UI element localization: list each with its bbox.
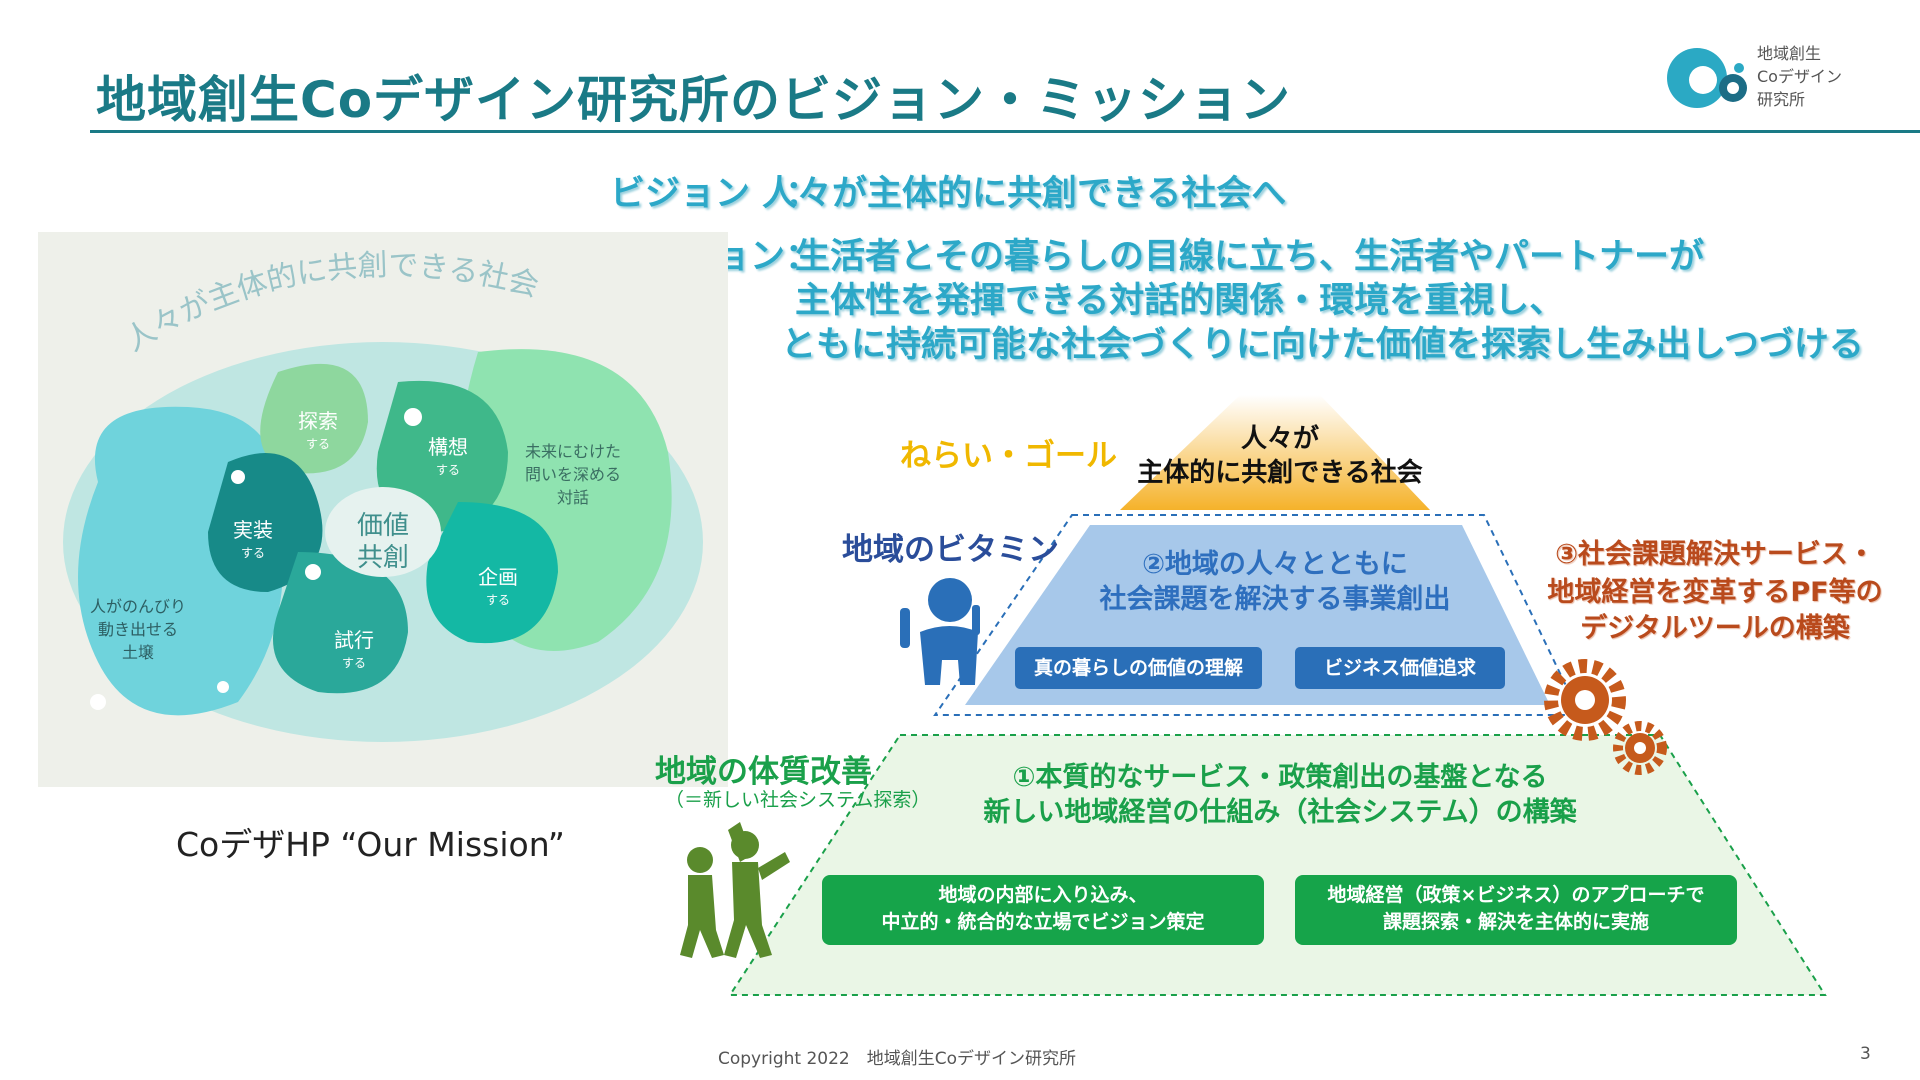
illus-node-explore-sub: する — [306, 437, 330, 451]
page-number: 3 — [1860, 1044, 1871, 1064]
mission-line-3: ともに持続可能な社会づくりに向けた価値を探索し生み出しつづける — [781, 325, 1864, 365]
copyright-footer: Copyright 2022 地域創生Coデザイン研究所 — [718, 1049, 1077, 1069]
vitamin-text-line-2: 社会課題を解決する事業創出 — [1099, 584, 1451, 615]
base-text-line-2: 新しい地域経営の仕組み（社会システム）の構築 — [983, 797, 1577, 828]
illus-node-trial: 試行 — [334, 628, 374, 652]
people-exercising-icon — [680, 822, 790, 958]
mission-illustration: 人々が主体的に共創できる社会 価値 共創 探索 する 構想 する 実装 する 企… — [38, 232, 728, 787]
base-sublabel: （＝新しい社会システム探索） — [665, 789, 931, 811]
pyramid-goal-shape — [1120, 395, 1430, 510]
illus-left-note-2: 動き出せる — [98, 620, 178, 639]
gear-icon — [1544, 659, 1667, 775]
illus-node-plan-sub: する — [486, 593, 510, 607]
title-underline — [90, 130, 1920, 133]
illus-node-concept-sub: する — [436, 463, 460, 477]
service-text-line-1: ③社会課題解決サービス・ — [1555, 539, 1875, 570]
illus-center-1: 価値 — [357, 511, 409, 541]
illus-left-note-3: 土壌 — [122, 643, 154, 662]
vision-label: ビジョン ： — [610, 174, 821, 214]
illus-right-note-1: 未来にむけた — [525, 442, 621, 461]
illus-node-concept: 構想 — [428, 435, 468, 459]
logo-text: 地域創生 Coデザイン 研究所 — [1757, 44, 1842, 109]
vitamin-label: 地域のビタミン — [842, 532, 1059, 568]
illus-node-trial-sub: する — [342, 656, 366, 670]
goal-label: ねらい・ゴール — [900, 438, 1117, 474]
base-label: 地域の体質改善 — [655, 754, 872, 790]
vitamin-box-business-value: ビジネス価値追求 — [1295, 647, 1505, 689]
vision-text: 人々が主体的に共創できる社会へ — [762, 174, 1287, 214]
service-text-line-2: 地域経営を変革するPF等の — [1547, 577, 1883, 608]
base-box-approach-line-1: 地域経営（政策×ビジネス）のアプローチで — [1327, 884, 1705, 906]
illus-node-explore: 探索 — [298, 409, 338, 433]
illustration-caption: CoデザHP “Our Mission” — [176, 825, 565, 864]
base-text-line-1: ①本質的なサービス・政策創出の基盤となる — [1012, 762, 1548, 793]
illus-center-2: 共創 — [357, 543, 409, 573]
illus-node-implement: 実装 — [233, 518, 273, 542]
goal-text-line-1: 人々が — [1240, 424, 1319, 454]
base-box-vision-line-1: 地域の内部に入り込み、 — [938, 884, 1148, 906]
goal-text-line-2: 主体的に共創できる社会 — [1137, 458, 1423, 488]
person-drinking-icon — [900, 578, 980, 685]
base-box-vision-line-2: 中立的・統合的な立場でビジョン策定 — [881, 911, 1205, 933]
service-text-line-3: デジタルツールの構築 — [1580, 613, 1850, 644]
base-box-vision: 地域の内部に入り込み、 中立的・統合的な立場でビジョン策定 — [822, 875, 1264, 945]
slide-title: 地域創生Coデザイン研究所のビジョン・ミッション — [96, 71, 1292, 129]
logo-icon — [1667, 48, 1747, 108]
base-box-approach: 地域経営（政策×ビジネス）のアプローチで 課題探索・解決を主体的に実施 — [1295, 875, 1737, 945]
illus-left-note-1: 人がのんびり — [90, 597, 186, 616]
vitamin-text-line-1: ②地域の人々とともに — [1142, 549, 1408, 580]
mission-line-1: 生活者とその暮らしの目線に立ち、生活者やパートナーが — [795, 237, 1704, 277]
illus-right-note-2: 問いを深める — [525, 465, 621, 484]
illus-node-implement-sub: する — [241, 546, 265, 560]
base-box-approach-line-2: 課題探索・解決を主体的に実施 — [1382, 911, 1649, 933]
vitamin-box-life-value: 真の暮らしの価値の理解 — [1015, 647, 1262, 689]
mission-line-2: 主体性を発揮できる対話的関係・環境を重視し、 — [795, 281, 1565, 321]
illus-node-plan: 企画 — [478, 565, 518, 589]
illus-right-note-3: 対話 — [557, 488, 589, 507]
